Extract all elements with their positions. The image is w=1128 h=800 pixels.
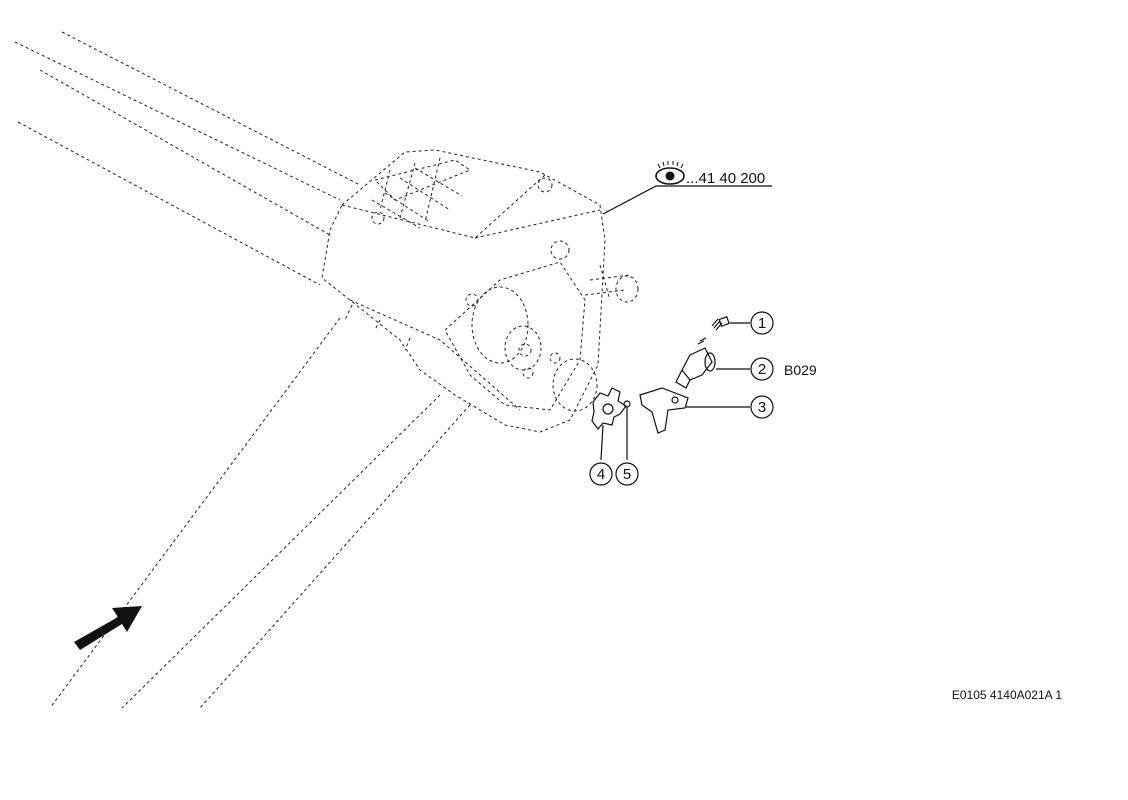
callout-4: 4 (589, 462, 613, 486)
svg-text:5: 5 (623, 466, 631, 483)
svg-text:2: 2 (758, 361, 766, 378)
reference-callout: ...41 40 200 (602, 161, 772, 215)
reference-text: ...41 40 200 (686, 170, 765, 187)
direction-arrow (74, 606, 142, 650)
callout-1: 1 (750, 311, 774, 335)
drawing-code: E0105 4140A021A 1 (952, 688, 1062, 702)
part-screw (711, 316, 750, 331)
part-label: B029 (784, 362, 817, 378)
gear-housing (321, 149, 639, 433)
part-washer (623, 400, 631, 460)
part-sprocket (591, 387, 627, 461)
part-bracket (639, 387, 750, 434)
part-bushing (675, 337, 750, 389)
svg-text:3: 3 (758, 399, 766, 416)
svg-text:1: 1 (758, 315, 766, 332)
boom-outline (14, 31, 471, 709)
eye-icon (655, 161, 685, 185)
callout-2: 2 (750, 357, 774, 381)
svg-text:4: 4 (597, 466, 605, 483)
callout-5: 5 (615, 462, 639, 486)
callout-3: 3 (750, 395, 774, 419)
